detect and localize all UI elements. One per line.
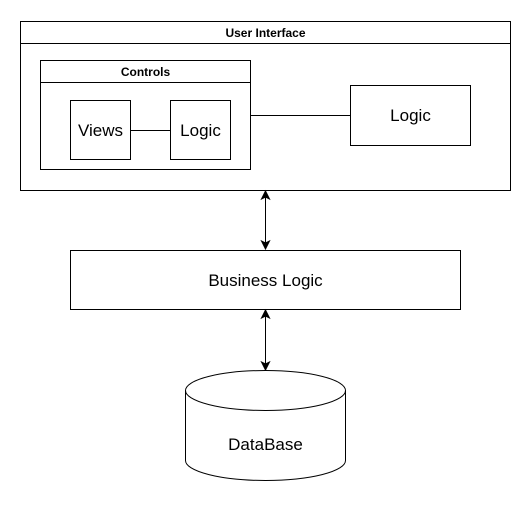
controls-logic-label: Logic xyxy=(180,121,221,140)
user-interface-title: User Interface xyxy=(225,26,305,40)
ui-logic-node: Logic xyxy=(350,85,471,146)
ui-logic-box xyxy=(350,85,471,146)
business-logic-node: Business Logic xyxy=(70,250,461,310)
controls-container: Controls Views Logic xyxy=(40,60,251,170)
views-label: Views xyxy=(78,121,123,140)
business-logic-label: Business Logic xyxy=(208,271,323,290)
business-database-arrow xyxy=(260,308,271,372)
database-label: DataBase xyxy=(228,435,303,454)
ui-business-arrow xyxy=(260,189,271,251)
controls-logic-box xyxy=(170,100,231,160)
ui-business-arrow-head-down xyxy=(260,239,271,251)
database-node: DataBase xyxy=(185,370,346,481)
database-cylinder-body xyxy=(185,370,346,481)
business-database-arrow-head-up xyxy=(260,308,271,320)
views-box xyxy=(70,100,131,160)
ui-business-arrow-head-up xyxy=(260,189,271,201)
database-cylinder-rim xyxy=(185,390,346,411)
business-database-arrow-head-down xyxy=(260,360,271,372)
controls-title: Controls xyxy=(121,65,171,79)
ui-logic-label: Logic xyxy=(390,106,431,125)
